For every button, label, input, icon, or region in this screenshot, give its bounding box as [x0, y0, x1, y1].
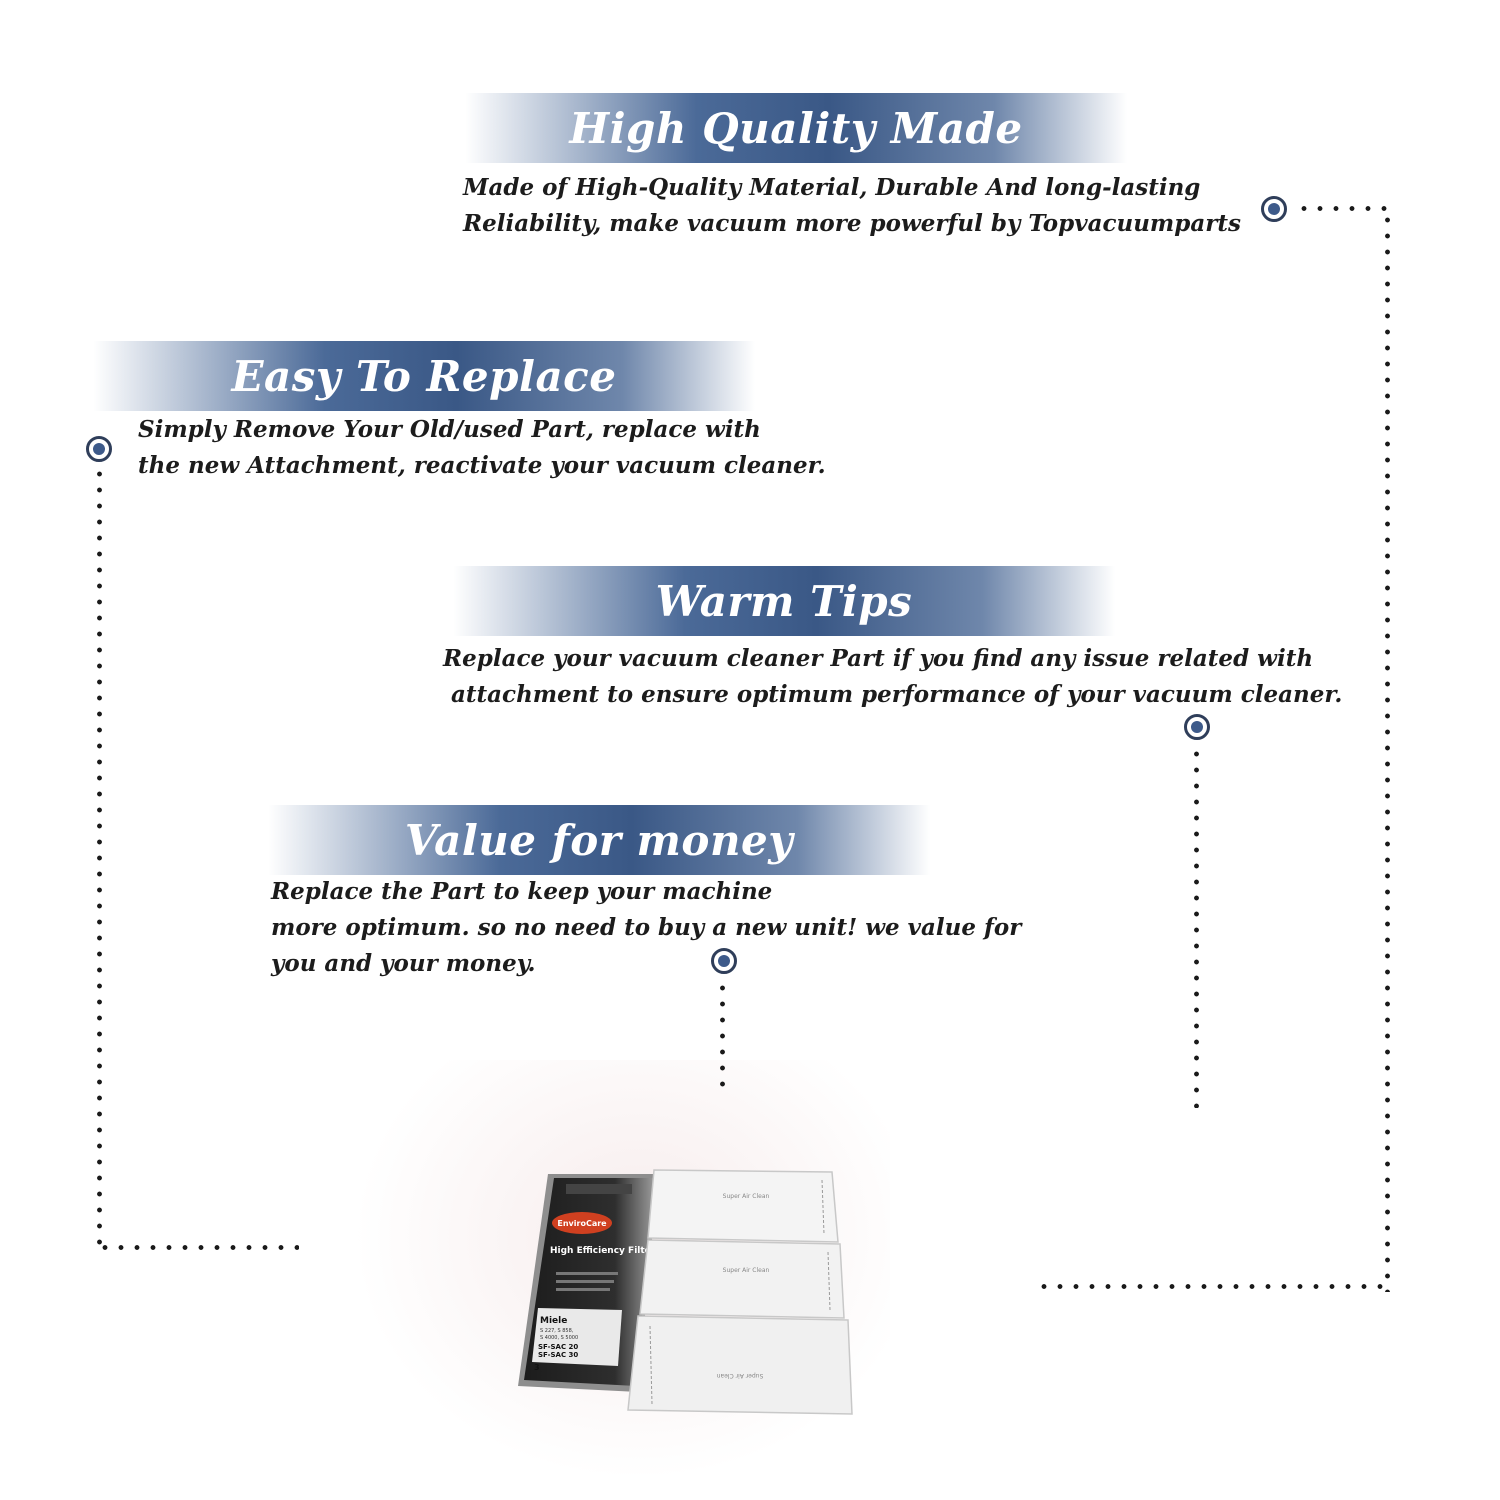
- easy-replace-description: Simply Remove Your Old/used Part, replac…: [138, 412, 826, 484]
- bullet-marker-icon: [1261, 196, 1287, 222]
- dotted-connector: [1194, 746, 1199, 1108]
- filter-sheet: Super Air Clean: [647, 1169, 839, 1243]
- package-code: SF-SAC 30: [538, 1351, 578, 1359]
- package-count: 3: [534, 1363, 540, 1372]
- description-line: Replace the Part to keep your machine: [271, 878, 773, 905]
- filter-label: Super Air Clean: [723, 1267, 770, 1274]
- brand-logo-icon: [552, 1212, 612, 1234]
- high-quality-banner: High Quality Made: [465, 93, 1127, 163]
- description-line: Simply Remove Your Old/used Part, replac…: [138, 416, 761, 443]
- bullet-marker-icon: [86, 436, 112, 462]
- description-line: more optimum. so no need to buy a new un…: [271, 914, 1022, 941]
- description-line: attachment to ensure optimum performance…: [443, 681, 1343, 708]
- dotted-connector: [97, 466, 102, 1250]
- section-title: High Quality Made: [569, 103, 1023, 153]
- easy-replace-banner: Easy To Replace: [93, 341, 755, 411]
- dotted-connector: [720, 980, 725, 1092]
- filter-sheet: Super Air Clean: [627, 1315, 853, 1415]
- bullet-marker-icon: [1184, 714, 1210, 740]
- filter-sheet: Super Air Clean: [639, 1239, 845, 1319]
- section-title: Value for money: [404, 815, 794, 865]
- package-code: SF-SAC 20: [538, 1343, 578, 1351]
- dotted-connector: [1385, 212, 1390, 1292]
- description-line: you and your money.: [271, 950, 536, 977]
- dotted-connector: [97, 1245, 299, 1250]
- description-line: Made of High-Quality Material, Durable A…: [463, 174, 1201, 201]
- filter-label: Super Air Clean: [716, 1372, 763, 1379]
- value-money-banner: Value for money: [268, 805, 930, 875]
- section-title: Warm Tips: [655, 576, 913, 626]
- value-money-description: Replace the Part to keep your machine mo…: [271, 874, 1021, 982]
- package-model: S 4000, S 5000: [540, 1335, 578, 1341]
- description-line: Reliability, make vacuum more powerful b…: [463, 210, 1241, 237]
- bullet-marker-icon: [711, 948, 737, 974]
- filter-package: EnviroCare High Efficiency Filters Miele…: [518, 1174, 661, 1392]
- warm-tips-banner: Warm Tips: [453, 566, 1115, 636]
- package-brand: EnviroCare: [557, 1219, 607, 1228]
- section-title: Easy To Replace: [231, 351, 617, 401]
- filter-label: Super Air Clean: [723, 1193, 770, 1200]
- description-line: the new Attachment, reactivate your vacu…: [138, 452, 826, 479]
- description-line: Replace your vacuum cleaner Part if you …: [443, 645, 1314, 672]
- package-model: S 227, S 858,: [540, 1328, 574, 1334]
- package-brand-name: Miele: [540, 1316, 567, 1326]
- dotted-connector: [1036, 1284, 1392, 1289]
- dotted-connector: [1296, 206, 1392, 211]
- warm-tips-description: Replace your vacuum cleaner Part if you …: [443, 641, 1342, 713]
- package-title: High Efficiency Filters: [550, 1246, 661, 1256]
- product-image: EnviroCare High Efficiency Filters Miele…: [518, 1169, 853, 1415]
- high-quality-description: Made of High-Quality Material, Durable A…: [463, 170, 1241, 242]
